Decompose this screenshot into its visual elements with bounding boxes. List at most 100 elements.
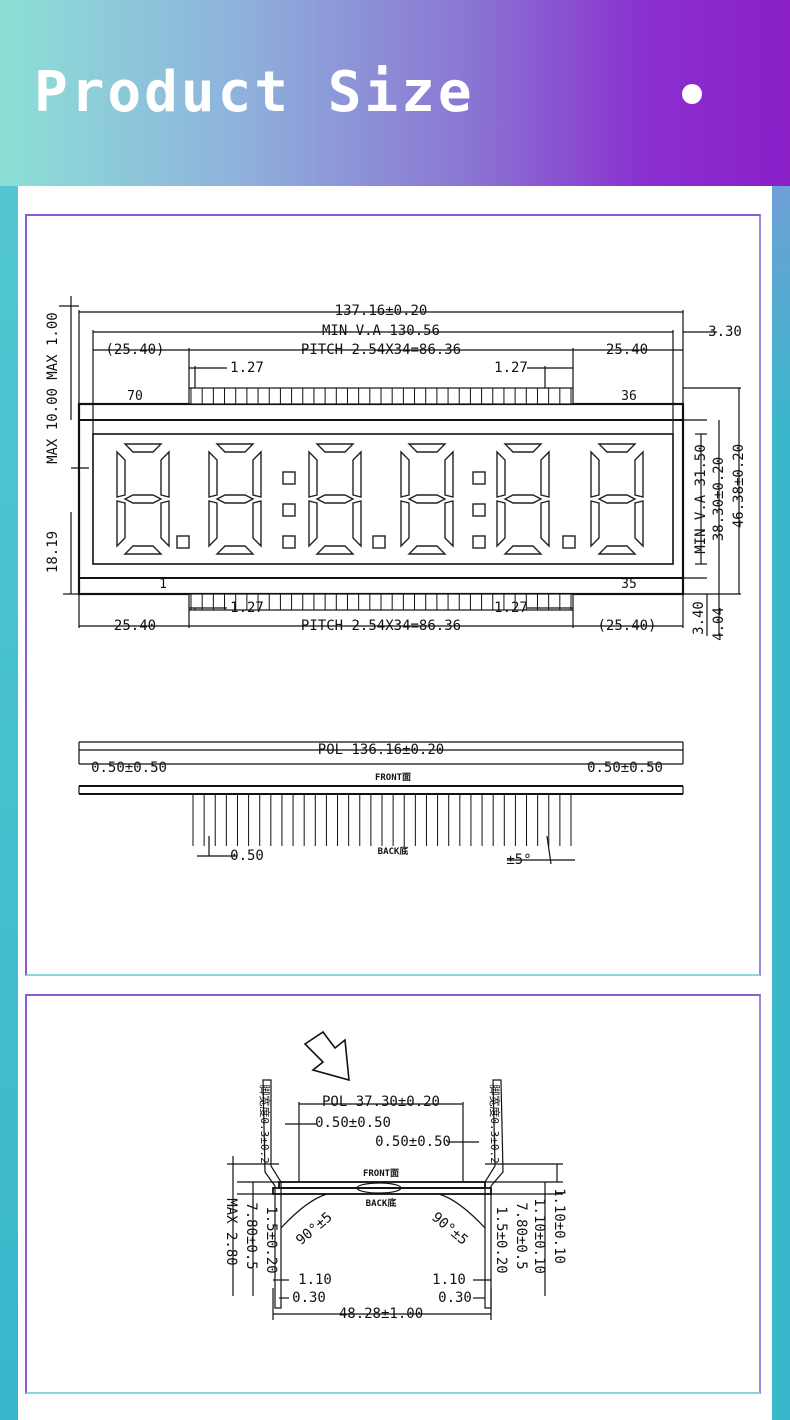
colon-dot (472, 535, 486, 549)
digit-segment (496, 500, 506, 548)
digit-segment (496, 450, 506, 498)
max-thickness-dim: MAX 1.00 (45, 312, 61, 379)
front-and-side-drawing-panel: 137.16±0.20 MIN V.A 130.56 PITCH 2.54X34… (25, 214, 761, 976)
end-back-label: BACK底 (366, 1197, 397, 1209)
digit-segment (215, 443, 255, 453)
digit-segment (407, 443, 447, 453)
digit-segment (208, 500, 218, 548)
side-right-offset: 0.50±0.50 (587, 760, 663, 776)
end-front-label: FRONT面 (363, 1168, 399, 1179)
colon-dot (282, 471, 296, 485)
end-right-angle: 90°±5 (428, 1209, 471, 1248)
digit-segment (160, 500, 170, 548)
decimal-point (176, 535, 190, 549)
page-header: Product Size (0, 0, 790, 186)
side-front-label: FRONT面 (375, 772, 411, 783)
digit-segment (252, 450, 262, 498)
right-bottom-dim: (25.40) (597, 618, 656, 634)
colon-dot (282, 503, 296, 517)
left-bottom-dim: 25.40 (114, 618, 156, 634)
pin-label-36: 36 (621, 389, 637, 404)
digit-segment (597, 545, 637, 555)
end-right-total: 7.80±0.5 (513, 1202, 529, 1269)
end-right-inset: 1.10 (432, 1272, 466, 1288)
digit-segment (634, 500, 644, 548)
end-row-spacing: 48.28±1.00 (339, 1306, 423, 1322)
decimal-point (562, 535, 576, 549)
digit-segment (315, 494, 355, 504)
overall-width-dim: 137.16±0.20 (335, 303, 428, 319)
digit-segment (123, 443, 163, 453)
digit-segment (407, 545, 447, 555)
end-right-clip: 脚宽度0.3±0.2 (488, 1084, 502, 1163)
side-back-label: BACK底 (378, 845, 409, 857)
digit-segment (597, 494, 637, 504)
header-dot (682, 84, 702, 104)
digit-segment (444, 500, 454, 548)
right-border-strip (772, 186, 790, 1420)
left-top-dim: (25.40) (105, 342, 164, 358)
left-height-dim: 18.19 (45, 531, 61, 573)
digit-segment (590, 500, 600, 548)
side-pol-width: POL 136.16±0.20 (318, 742, 444, 758)
side-left-offset: 0.50±0.50 (91, 760, 167, 776)
end-left-offset: 0.50±0.50 (315, 1115, 391, 1131)
digit-segment (352, 500, 362, 548)
pin-spacing-bottom-left: 1.27 (230, 600, 264, 616)
decimal-point (372, 535, 386, 549)
end-thickness-b: 1.10±0.10 (551, 1188, 567, 1264)
digit-segment (215, 494, 255, 504)
digit-segment (308, 500, 318, 548)
digit-segment (634, 450, 644, 498)
pin-label-70: 70 (127, 389, 143, 404)
end-view-drawing: POL 37.30±0.20 0.50±0.50 0.50±0.50 1.10 … (223, 1030, 567, 1322)
end-thickness-a: 1.10±0.10 (531, 1198, 547, 1274)
digit-segment (352, 450, 362, 498)
digit-segment (503, 443, 543, 453)
colon-dot (472, 503, 486, 517)
digit-segment (123, 545, 163, 555)
end-left-angle: 90°±5 (293, 1209, 336, 1248)
digit-segment (400, 450, 410, 498)
end-right-pin-len: 1.5±0.20 (493, 1206, 509, 1273)
end-left-total: 7.80±0.5 (243, 1202, 259, 1269)
digit-segment (252, 500, 262, 548)
pin-label-1: 1 (159, 577, 167, 592)
digit-segment (123, 494, 163, 504)
max-top-dim: MAX 10.00 (45, 388, 61, 464)
digit-segment (400, 500, 410, 548)
content-frame: 137.16±0.20 MIN V.A 130.56 PITCH 2.54X34… (0, 186, 790, 1420)
digit-segment (116, 500, 126, 548)
digit-segment (503, 545, 543, 555)
digit-segment (540, 500, 550, 548)
digit-segment (503, 494, 543, 504)
end-max-height: MAX 2.80 (223, 1198, 239, 1265)
side-pin-width: 0.50 (230, 848, 264, 864)
min-va-width-dim: MIN V.A 130.56 (322, 323, 440, 339)
pin-spacing-top-left: 1.27 (230, 360, 264, 376)
end-left-inset: 1.10 (298, 1272, 332, 1288)
colon-dot (472, 471, 486, 485)
digit-segment (116, 450, 126, 498)
digit-segment (208, 450, 218, 498)
end-right-offset: 0.50±0.50 (375, 1134, 451, 1150)
side-angle: ±5° (506, 852, 531, 868)
pin-spacing-top-right: 1.27 (494, 360, 528, 376)
front-side-drawing: 137.16±0.20 MIN V.A 130.56 PITCH 2.54X34… (45, 296, 747, 868)
end-pol-width: POL 37.30±0.20 (322, 1094, 440, 1110)
left-border-strip (0, 186, 18, 1420)
bottom-offset-a: 3.40 (691, 601, 707, 635)
digit-segment (315, 545, 355, 555)
offset-right-dim: 3.30 (708, 324, 742, 340)
digit-segment (407, 494, 447, 504)
digit-segment (444, 450, 454, 498)
pitch-top-dim: PITCH 2.54X34=86.36 (301, 342, 461, 358)
end-right-pin: 0.30 (438, 1290, 472, 1306)
page-title: Product Size (34, 60, 475, 125)
end-left-pin: 0.30 (292, 1290, 326, 1306)
end-left-clip: 脚宽度0.3±0.2 (258, 1084, 272, 1163)
digit-segment (308, 450, 318, 498)
digit-segment (215, 545, 255, 555)
digit-segment (315, 443, 355, 453)
digit-segment (160, 450, 170, 498)
